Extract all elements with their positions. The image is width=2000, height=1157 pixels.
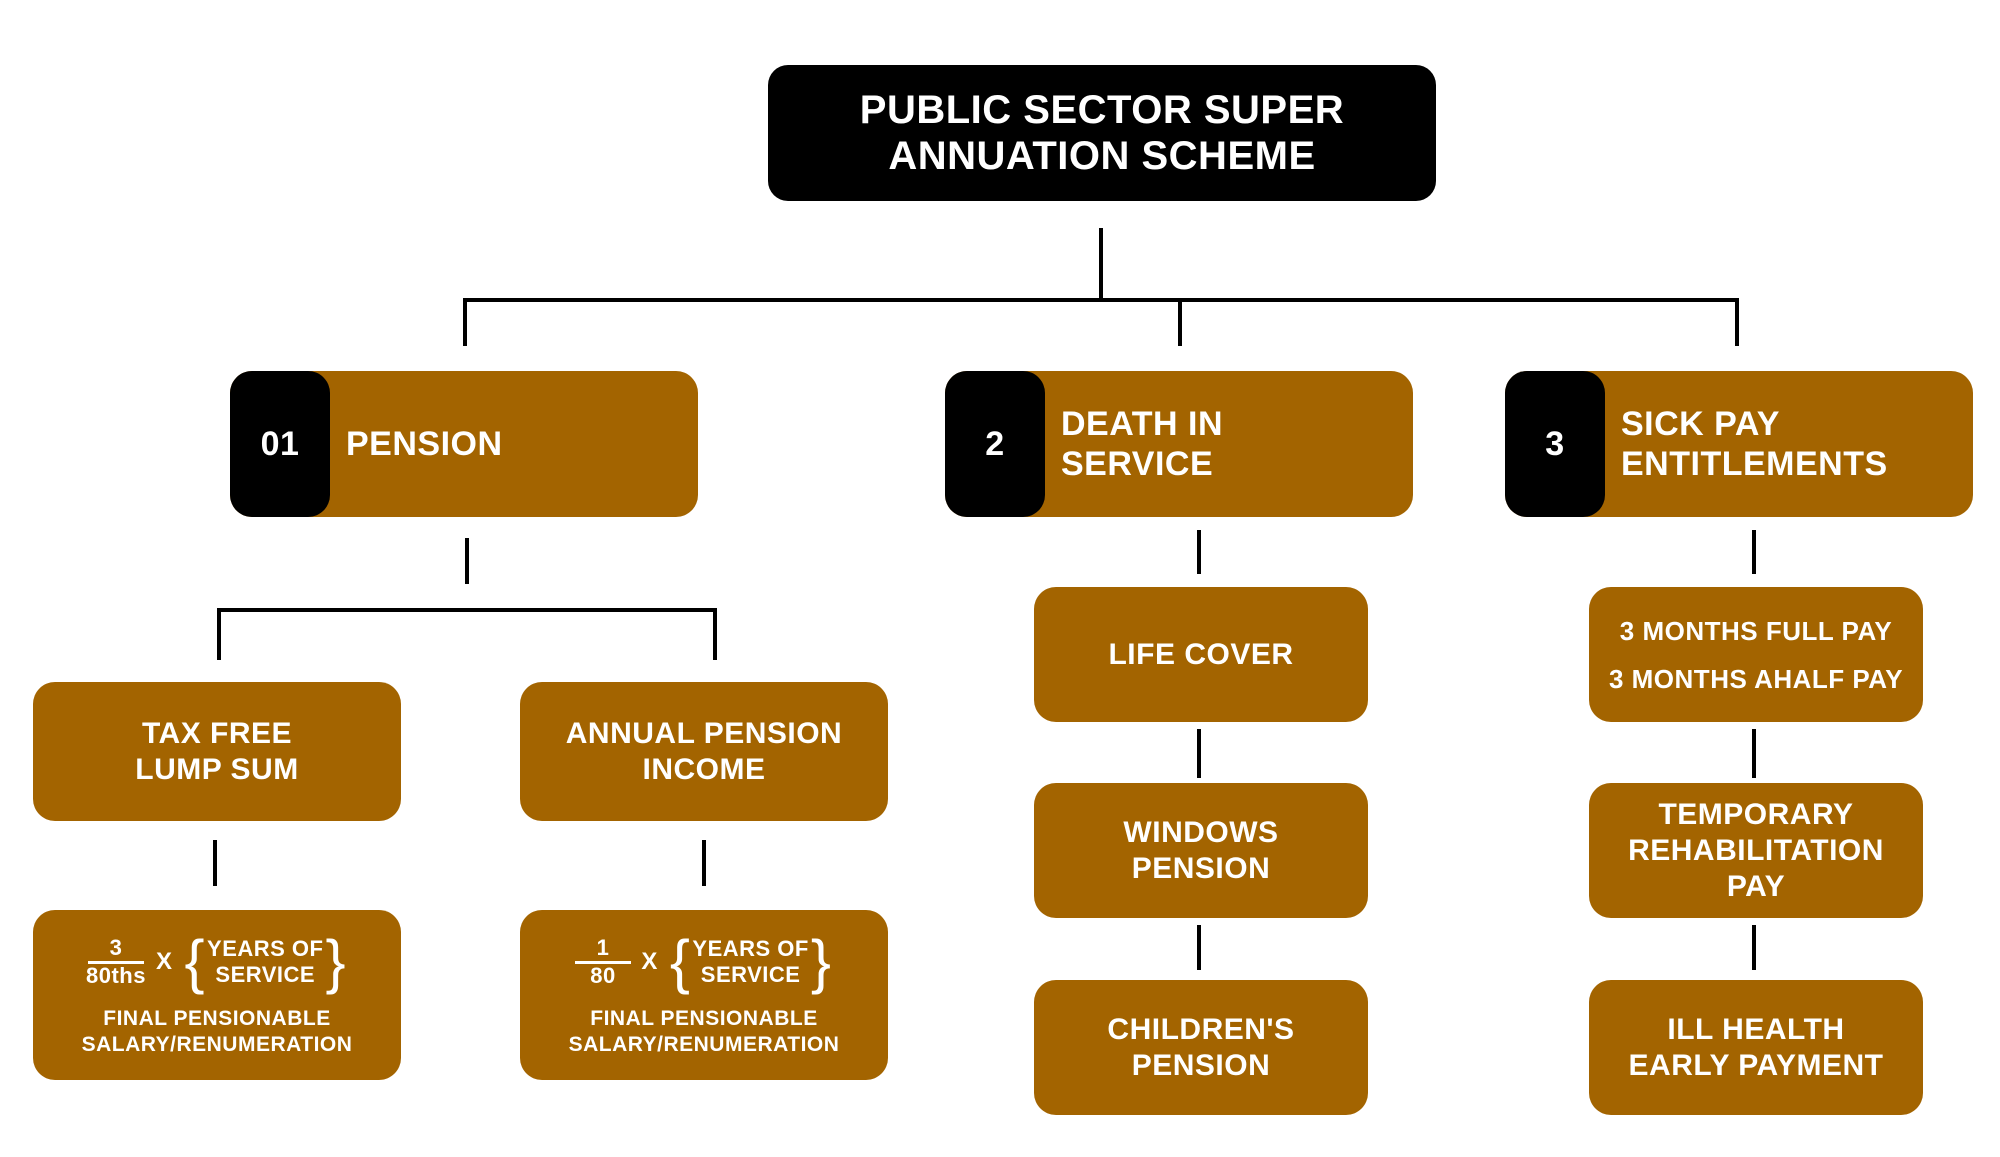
years-line: SERVICE	[215, 962, 316, 987]
caption-line: SALARY/RENUMERATION	[568, 1033, 840, 1056]
caption-line: SALARY/RENUMERATION	[81, 1033, 353, 1056]
category-label-line: ENTITLEMENTS	[1621, 445, 1888, 483]
lump-sum-formula-box: 3 80ths X { YEARS OF SERVICE } FINAL PEN…	[33, 910, 401, 1080]
scheme-title-line: PUBLIC SECTOR SUPER	[859, 88, 1345, 132]
connector-line	[217, 608, 717, 660]
formula-caption: FINAL PENSIONABLE SALARY/RENUMERATION	[569, 1006, 840, 1058]
multiply-sign: X	[155, 948, 173, 975]
fraction: 3 80ths	[86, 936, 146, 988]
category-number: 3	[1505, 371, 1605, 517]
right-brace-icon: }	[325, 928, 347, 995]
category-number: 01	[230, 371, 330, 517]
category-label-line: PENSION	[346, 425, 503, 463]
left-brace-icon: {	[669, 928, 691, 995]
category-label: DEATH IN SERVICE	[1061, 371, 1401, 517]
tax-free-lump-sum-box: TAX FREE LUMP SUM	[33, 682, 401, 821]
category-label-line: DEATH IN	[1061, 405, 1224, 443]
fraction-denominator: 80	[590, 963, 616, 988]
box-line: CHILDREN'S	[1107, 1012, 1295, 1046]
life-cover-box: LIFE COVER	[1034, 587, 1368, 722]
category-sick-pay: 3 SICK PAY ENTITLEMENTS	[1505, 371, 1973, 517]
box-line: ILL HEALTH	[1667, 1012, 1845, 1046]
windows-pension-box: WINDOWS PENSION	[1034, 783, 1368, 918]
years-of-service: YEARS OF SERVICE	[692, 936, 808, 988]
years-line: YEARS OF	[207, 936, 324, 961]
fraction-numerator: 3	[87, 936, 145, 964]
connector-line	[463, 298, 1739, 346]
box-line: LIFE COVER	[1108, 637, 1294, 671]
ill-health-early-payment-box: ILL HEALTH EARLY PAYMENT	[1589, 980, 1923, 1115]
box-line: PAY	[1726, 869, 1786, 903]
box-line: PENSION	[1131, 851, 1271, 885]
childrens-pension-box: CHILDREN'S PENSION	[1034, 980, 1368, 1115]
box-line: PENSION	[1131, 1048, 1271, 1082]
box-line: TEMPORARY	[1658, 797, 1854, 831]
category-label: SICK PAY ENTITLEMENTS	[1621, 371, 1961, 517]
caption-line: FINAL PENSIONABLE	[590, 1007, 818, 1030]
fraction-numerator: 1	[574, 936, 632, 964]
annual-pension-income-box: ANNUAL PENSION INCOME	[520, 682, 888, 821]
formula-caption: FINAL PENSIONABLE SALARY/RENUMERATION	[82, 1006, 353, 1058]
temporary-rehabilitation-pay-box: TEMPORARY REHABILITATION PAY	[1589, 783, 1923, 918]
years-of-service: YEARS OF SERVICE	[207, 936, 323, 988]
category-label-line: SERVICE	[1061, 445, 1214, 483]
years-line: SERVICE	[700, 962, 801, 987]
box-line: 3 MONTHS AHALF PAY	[1608, 663, 1904, 694]
months-pay-box: 3 MONTHS FULL PAY 3 MONTHS AHALF PAY	[1589, 587, 1923, 722]
box-line: LUMP SUM	[135, 752, 299, 786]
box-line: INCOME	[642, 752, 766, 786]
category-number: 2	[945, 371, 1045, 517]
box-line: WINDOWS	[1123, 815, 1279, 849]
scheme-title-box: PUBLIC SECTOR SUPER ANNUATION SCHEME	[768, 65, 1436, 201]
box-line: EARLY PAYMENT	[1628, 1048, 1884, 1082]
formula-row: 3 80ths X { YEARS OF SERVICE }	[86, 932, 348, 992]
right-brace-icon: }	[810, 928, 832, 995]
category-death-in-service: 2 DEATH IN SERVICE	[945, 371, 1413, 517]
fraction-denominator: 80ths	[85, 963, 146, 988]
left-brace-icon: {	[184, 928, 206, 995]
box-line: 3 MONTHS FULL PAY	[1619, 615, 1893, 646]
box-line: TAX FREE	[141, 716, 293, 750]
formula-row: 1 80 X { YEARS OF SERVICE }	[574, 928, 834, 995]
years-line: YEARS OF	[692, 936, 809, 961]
category-label-line: SICK PAY	[1621, 405, 1780, 443]
category-pension: 01 PENSION	[230, 371, 698, 517]
box-line: ANNUAL PENSION	[565, 716, 843, 750]
category-label: PENSION	[346, 371, 686, 517]
scheme-title-line: ANNUATION SCHEME	[888, 134, 1316, 178]
caption-line: FINAL PENSIONABLE	[103, 1007, 331, 1030]
fraction: 1 80	[574, 936, 632, 988]
box-line: REHABILITATION	[1628, 833, 1884, 867]
multiply-sign: X	[641, 948, 658, 975]
annual-income-formula-box: 1 80 X { YEARS OF SERVICE } FINAL PENSIO…	[520, 910, 888, 1080]
